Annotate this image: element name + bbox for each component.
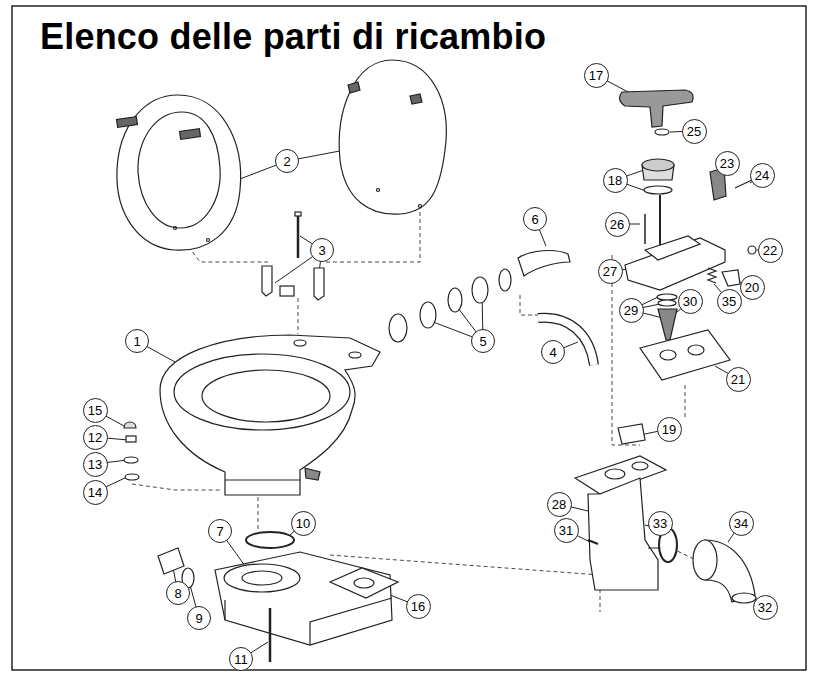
callout-circle: 14	[83, 480, 108, 505]
callout-circle: 4	[541, 340, 565, 364]
callout-circle: 12	[83, 425, 108, 450]
callout-circle: 24	[750, 163, 775, 188]
callout-number: 33	[653, 517, 667, 530]
callout-circle: 27	[598, 259, 623, 284]
callout-number: 28	[552, 498, 566, 511]
callout-circle: 13	[83, 452, 108, 477]
callout-number: 26	[610, 218, 624, 231]
seal-ring	[246, 532, 294, 548]
bowl	[160, 335, 380, 495]
callout-circle: 30	[678, 289, 703, 314]
hinge	[314, 268, 324, 300]
callout-number: 12	[88, 431, 102, 444]
callout-number: 16	[411, 600, 425, 613]
callout-circle: 17	[584, 63, 609, 88]
callout-number: 1	[133, 335, 140, 348]
cap-nut	[124, 422, 136, 428]
callout-circle: 7	[208, 519, 232, 543]
callout-circle: 3	[310, 238, 334, 262]
callout-circle: 34	[729, 511, 754, 536]
callout-number: 10	[296, 517, 310, 530]
callout-circle: 29	[619, 298, 644, 323]
callout-circle: 32	[753, 595, 778, 620]
gasket	[640, 330, 730, 380]
callout-circle: 31	[554, 518, 579, 543]
handle	[620, 90, 693, 127]
callout-number: 6	[531, 213, 538, 226]
seat	[117, 95, 241, 250]
guide-lines	[132, 205, 700, 612]
callout-number: 18	[608, 174, 622, 187]
fitting	[389, 314, 407, 342]
callout-circle: 5	[471, 329, 495, 353]
callout-number: 7	[216, 525, 223, 538]
callout-circle: 15	[83, 398, 108, 423]
callout-number: 19	[662, 423, 676, 436]
cap	[158, 548, 184, 574]
callout-circle: 25	[682, 119, 707, 144]
callout-number: 2	[283, 155, 290, 168]
callout-number: 27	[603, 265, 617, 278]
callout-circle: 35	[717, 289, 742, 314]
callout-circle: 26	[605, 212, 630, 237]
callout-circle: 6	[523, 207, 547, 231]
callout-number: 5	[479, 335, 486, 348]
callout-circle: 18	[603, 168, 628, 193]
callout-number: 30	[683, 295, 697, 308]
callout-number: 4	[549, 346, 556, 359]
callout-number: 25	[687, 125, 701, 138]
callout-number: 21	[731, 373, 745, 386]
callout-number: 13	[88, 458, 102, 471]
callout-number: 23	[720, 157, 734, 170]
callout-number: 11	[234, 653, 248, 666]
callout-number: 14	[88, 486, 102, 499]
callout-circle: 8	[166, 581, 190, 605]
callout-number: 20	[745, 281, 759, 294]
callout-number: 15	[88, 404, 102, 417]
callout-circle: 16	[406, 594, 431, 619]
callout-number: 17	[589, 69, 603, 82]
callout-circle: 10	[291, 511, 316, 536]
callout-circle: 23	[715, 151, 740, 176]
callout-circle: 19	[657, 417, 682, 442]
lid	[339, 60, 446, 214]
callout-circle: 33	[648, 511, 673, 536]
seat-pad	[180, 129, 201, 140]
callout-circle: 1	[125, 329, 149, 353]
callout-number: 32	[758, 601, 772, 614]
callout-number: 22	[763, 244, 777, 257]
callout-number: 34	[734, 517, 748, 530]
hinge	[262, 266, 272, 296]
callout-circle: 11	[229, 647, 253, 671]
callout-circle: 22	[758, 238, 783, 263]
callout-circle: 21	[726, 367, 751, 392]
callout-number: 31	[559, 524, 573, 537]
callout-number: 29	[624, 304, 638, 317]
callout-number: 35	[722, 295, 736, 308]
callout-circle: 28	[547, 492, 572, 517]
gasket	[330, 568, 398, 598]
frame	[12, 6, 806, 670]
callout-number: 24	[755, 169, 769, 182]
elbow	[518, 251, 570, 276]
callout-number: 3	[318, 244, 325, 257]
callout-circle: 20	[740, 275, 765, 300]
base	[215, 552, 392, 645]
callout-circle: 2	[275, 149, 299, 173]
callout-number: 9	[195, 612, 202, 625]
title: Elenco delle parti di ricambio	[40, 16, 546, 58]
callout-circle: 9	[187, 606, 211, 630]
callout-number: 8	[174, 587, 181, 600]
seat-pad	[117, 117, 138, 128]
